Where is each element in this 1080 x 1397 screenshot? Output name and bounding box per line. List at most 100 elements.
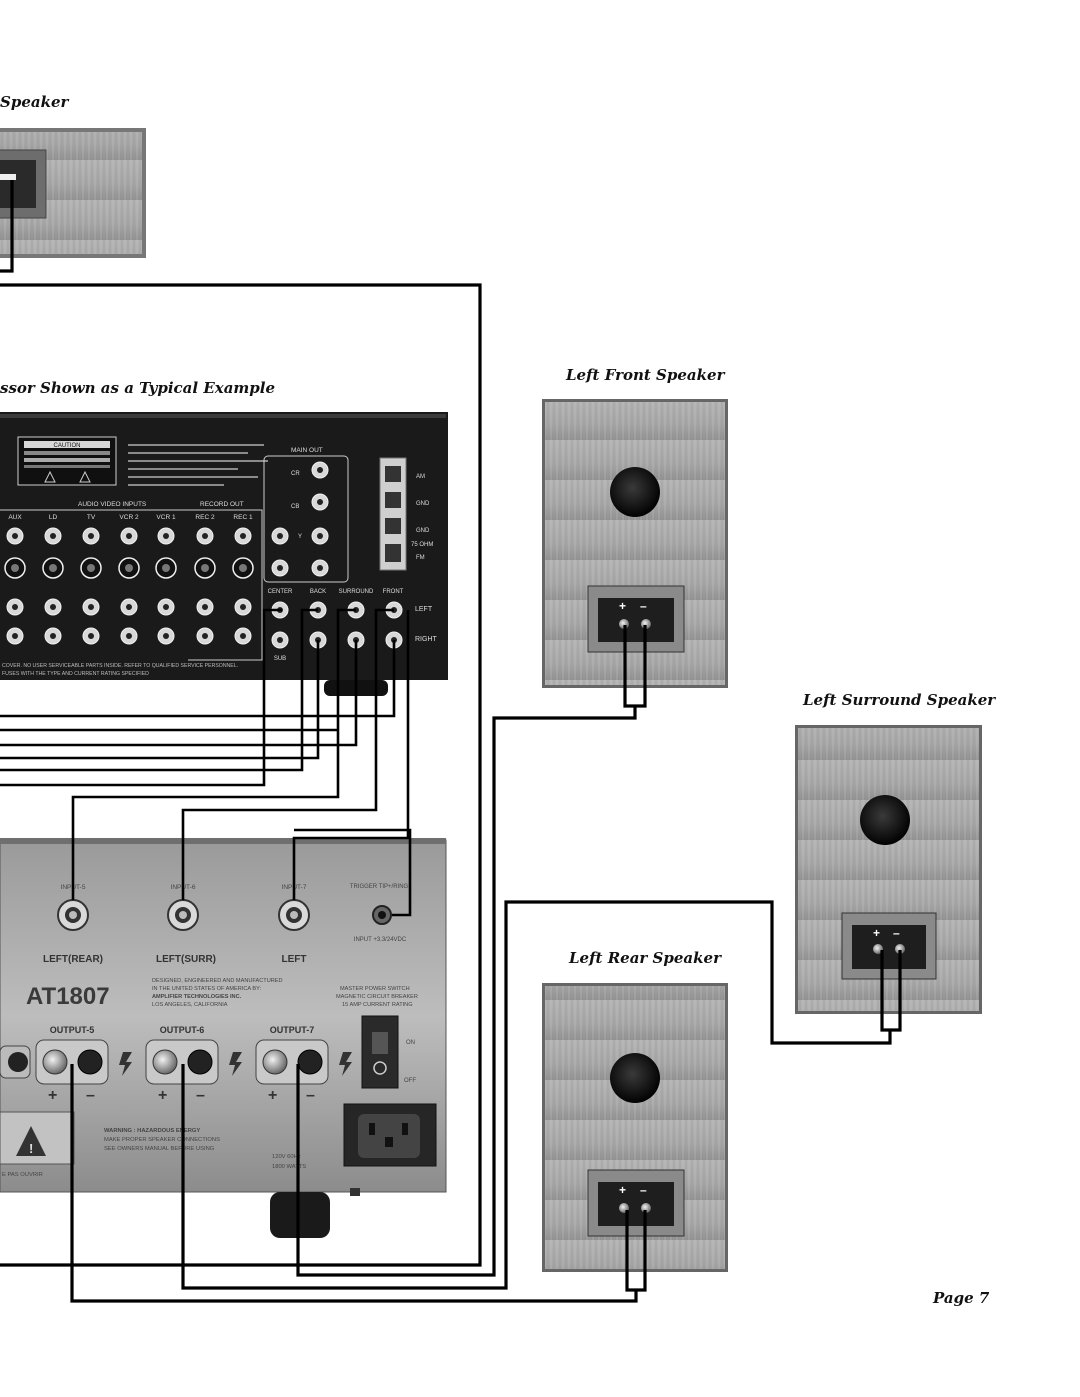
left-front-speaker-wire	[296, 706, 637, 1277]
left-rear-speaker: + –	[542, 983, 728, 1272]
amp-power-line: 1800 WATTS	[272, 1164, 306, 1170]
amp-fuse-note: E PAS OUVRIR	[2, 1172, 43, 1178]
minus-sign-icon: –	[640, 1183, 647, 1197]
main-out-section	[263, 455, 349, 583]
plus-sign-icon: +	[48, 1087, 57, 1104]
record-out-label: RECORD OUT	[200, 501, 244, 508]
jack-center	[12, 533, 18, 539]
jack-center	[202, 604, 208, 610]
output-label-sub: SUB	[274, 656, 286, 662]
minus-sign-icon: –	[640, 599, 647, 613]
amp-input-jacks	[57, 899, 392, 931]
jack-center	[240, 633, 246, 639]
interconnect-cable	[292, 610, 410, 900]
warning-triangle-icon	[79, 470, 91, 483]
amp-switch-line: MASTER POWER SWITCH	[340, 986, 410, 992]
input-label-tv: TV	[87, 514, 96, 521]
plus-sign-icon: +	[158, 1087, 167, 1104]
warning-triangle-icon	[16, 1126, 46, 1156]
jack-center	[163, 633, 169, 639]
jack-center	[162, 564, 170, 572]
switch-on-label: ON	[406, 1040, 415, 1046]
trigger-input-label: INPUT +3.3/24VDC	[354, 937, 407, 943]
jack-center	[49, 564, 57, 572]
woofer-icon	[610, 1053, 660, 1103]
jack-center	[12, 604, 18, 610]
main-out-label: MAIN OUT	[291, 447, 323, 454]
interconnect-cable	[0, 608, 282, 787]
jack-center	[88, 633, 94, 639]
plus-sign-icon: +	[619, 1183, 626, 1197]
amp-power-line: 120V 60Hz	[272, 1154, 301, 1160]
svg-text:!: !	[29, 1141, 33, 1156]
interconnect-cable	[0, 640, 320, 760]
processor-footer-line: COVER. NO USER SERVICEABLE PARTS INSIDE.…	[2, 663, 238, 669]
amp-switch-line: 15 AMP CURRENT RATING	[342, 1002, 413, 1008]
trigger-cable	[294, 828, 412, 917]
interconnect-cable	[0, 608, 318, 772]
amp-switch-line: MAGNETIC CIRCUIT BREAKER	[336, 994, 418, 1000]
jack-center	[88, 604, 94, 610]
left-rear-speaker-caption: Left Rear Speaker	[569, 949, 721, 967]
amp-warning-line: MAKE PROPER SPEAKER CONNECTIONS	[104, 1137, 220, 1143]
binding-post-icon	[152, 1049, 178, 1075]
binding-post-icon	[42, 1049, 68, 1075]
jack-center	[240, 604, 246, 610]
terminal-cup	[0, 160, 36, 208]
interconnect-cables	[0, 608, 412, 917]
jack-center	[317, 467, 323, 473]
main-out-label-cb: CB	[291, 504, 299, 510]
plus-sign-icon: +	[619, 599, 626, 613]
jack-center	[277, 565, 283, 571]
amp-maker-line: LOS ANGELES, CALIFORNIA	[152, 1002, 228, 1008]
row-label-right: RIGHT	[415, 636, 438, 643]
jack-center	[50, 533, 56, 539]
amplifier-foot	[270, 1192, 330, 1238]
left-rear-speaker-wire	[70, 1064, 638, 1303]
binding-post-icon	[77, 1049, 103, 1075]
jack-center	[201, 564, 209, 572]
woofer-icon	[610, 467, 660, 517]
plus-sign-icon: +	[268, 1087, 277, 1104]
left-surround-speaker-caption: Left Surround Speaker	[803, 691, 996, 709]
interconnect-cable	[0, 640, 358, 747]
center-speaker	[0, 128, 146, 258]
fine-print	[128, 444, 268, 486]
binding-post-icon	[297, 1049, 323, 1075]
left-front-speaker-caption: Left Front Speaker	[566, 366, 725, 384]
interconnect-cable	[0, 640, 396, 718]
record-label-rec2: REC 2	[195, 514, 215, 521]
minus-sign-icon: –	[306, 1087, 315, 1104]
record-label-rec1: REC 1	[233, 514, 253, 521]
processor-footer-line: FUSES WITH THE TYPE AND CURRENT RATING S…	[2, 671, 149, 677]
amp-maker-line: IN THE UNITED STATES OF AMERICA BY:	[152, 986, 262, 992]
binding-post-icon	[262, 1049, 288, 1075]
switch-off-label: OFF	[404, 1078, 416, 1084]
jack-center	[126, 533, 132, 539]
left-surround-speaker: + –	[795, 725, 982, 1014]
left-front-speaker: + –	[542, 399, 728, 688]
output-label-center: CENTER	[268, 589, 293, 595]
input-label-ld: LD	[49, 514, 58, 521]
power-switch[interactable]	[361, 1015, 399, 1089]
minus-sign-icon: –	[893, 926, 900, 940]
trigger-label: TRIGGER TIP+/RING-	[350, 884, 410, 890]
jack-center	[277, 637, 283, 643]
page-number: Page 7	[933, 1289, 990, 1307]
jack-center	[202, 633, 208, 639]
lightning-bolt-icon	[119, 1052, 132, 1076]
lightning-bolt-icon	[229, 1052, 242, 1076]
input-label-vcr2: VCR 2	[119, 514, 139, 521]
amp-output-label-7: OUTPUT-7	[270, 1025, 315, 1035]
output-label-surround: SURROUND	[339, 589, 374, 595]
jack-center	[50, 633, 56, 639]
row-label-left: LEFT	[415, 606, 433, 613]
binding-post-icon	[187, 1049, 213, 1075]
center-speaker-wire	[0, 180, 14, 273]
jack-center	[50, 604, 56, 610]
jack-center	[12, 633, 18, 639]
input-label-aux: AUX	[8, 514, 22, 521]
jack-center	[239, 564, 247, 572]
amp-output-label-5: OUTPUT-5	[50, 1025, 95, 1035]
